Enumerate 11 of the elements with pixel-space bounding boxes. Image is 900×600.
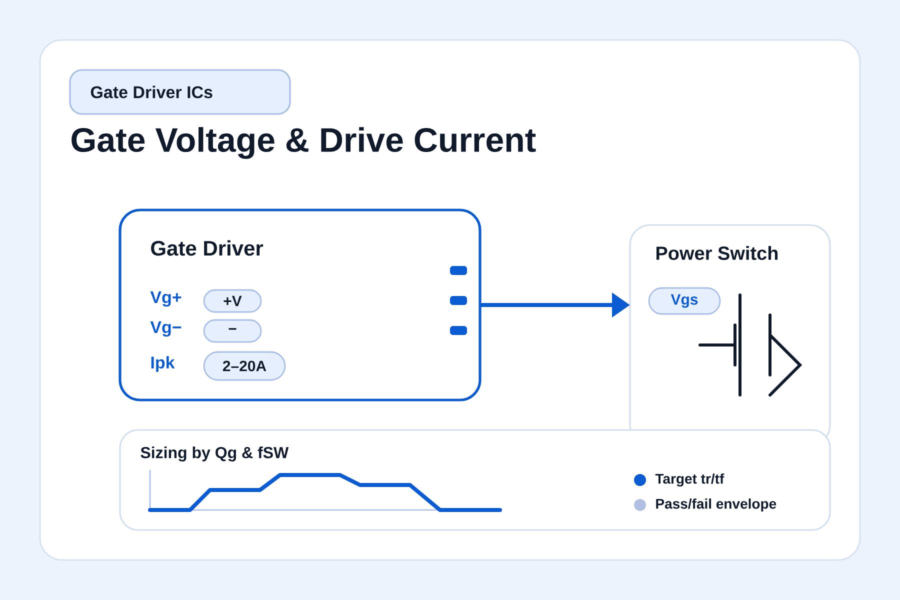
legend-label: Pass/fail envelope [656, 498, 776, 512]
value-pill: − [203, 319, 262, 343]
pin-label: Vg+ [150, 291, 182, 307]
category-tag: Gate Driver ICs [69, 69, 291, 115]
value-pill: 2–20A [203, 351, 286, 381]
title: Gate Voltage & Drive Current [72, 127, 536, 159]
pin-label: Ipk [151, 356, 175, 372]
value-pill: +V [203, 289, 262, 313]
legend-label: Target tr/tf [655, 473, 724, 487]
pin-label: Vg− [150, 321, 182, 337]
value-pill: Vgs [648, 287, 721, 315]
